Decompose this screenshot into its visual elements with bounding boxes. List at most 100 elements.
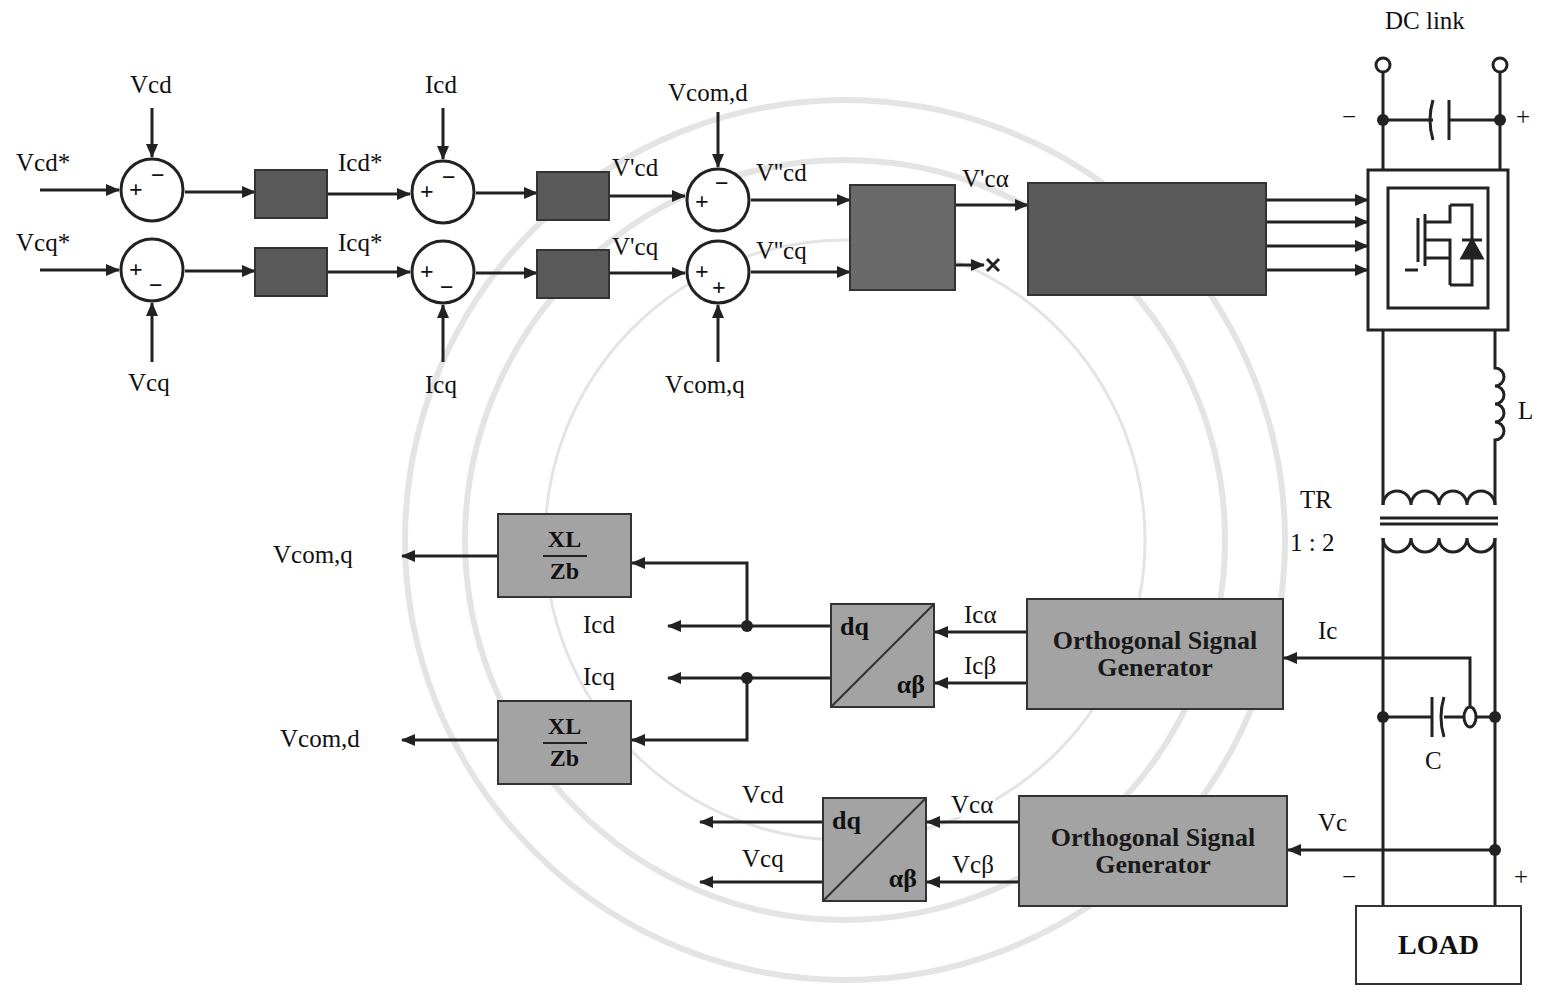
diagonal-line xyxy=(832,605,933,706)
summing-junction: ++ xyxy=(685,239,751,305)
signal-wire xyxy=(476,192,537,195)
summing-junction: +− xyxy=(119,237,185,303)
watermark xyxy=(545,240,1145,840)
sign: + xyxy=(695,259,709,284)
power-circuit xyxy=(1383,538,1495,552)
fraction-term: Zb xyxy=(550,559,579,584)
power-circuit xyxy=(1382,330,1385,505)
sign: − xyxy=(151,163,165,188)
signal-label: + xyxy=(1516,104,1530,129)
signal-wire xyxy=(442,108,445,159)
connector xyxy=(632,563,830,626)
signal-wire xyxy=(327,193,410,196)
frame-name: dq xyxy=(840,613,869,640)
power-circuit xyxy=(1448,100,1451,140)
signal-label: − xyxy=(1342,864,1356,889)
signal-wire xyxy=(476,272,537,275)
signal-wire xyxy=(955,204,1028,207)
fraction-bar xyxy=(543,555,587,557)
signal-label: Icd* xyxy=(338,150,382,175)
frame-name: αβ xyxy=(897,671,925,698)
power-circuit xyxy=(1368,58,1508,905)
summing-circle xyxy=(687,169,749,231)
signal-wire xyxy=(402,555,497,558)
signal-wire xyxy=(185,191,255,194)
transform-block: dq αβ xyxy=(830,603,935,708)
signal-wire xyxy=(751,271,850,274)
sign: + xyxy=(695,189,709,214)
summing-junction: −+ xyxy=(685,167,751,233)
connector xyxy=(927,821,1018,824)
signal-wire xyxy=(1288,849,1495,852)
signal-label: V'cd xyxy=(612,155,658,180)
edge-label: Vcβ xyxy=(950,852,996,877)
signal-wire xyxy=(442,305,445,362)
signal-label: 1 : 2 xyxy=(1290,530,1334,555)
signal-label: Vcom,d xyxy=(280,726,360,751)
signal-wire xyxy=(700,881,822,884)
summing-circle xyxy=(121,159,183,221)
signal-label: Vcom,q xyxy=(665,372,745,397)
edge-label: Icα xyxy=(962,602,999,627)
signal-label: Icd xyxy=(583,612,615,637)
power-circuit xyxy=(1383,538,1495,905)
power-circuit xyxy=(1495,330,1504,505)
signal-wire xyxy=(717,305,720,362)
power-circuit xyxy=(1383,72,1500,170)
signal-wire xyxy=(40,108,1495,882)
control-block xyxy=(255,248,327,296)
sign: + xyxy=(129,257,143,282)
signal-label: V'cq xyxy=(612,234,658,259)
frame-name: αβ xyxy=(889,865,917,892)
signal-label: − xyxy=(1342,104,1356,129)
signal-label: V''cd xyxy=(756,160,807,185)
edge-label: Icβ xyxy=(962,653,998,678)
signal-label: Vc xyxy=(1318,810,1347,835)
signal-wire xyxy=(1266,245,1368,248)
signal-wire xyxy=(327,271,410,274)
signal-wire xyxy=(717,112,720,167)
sign: − xyxy=(442,165,456,190)
box-title: Orthogonal Signal Generator xyxy=(1040,627,1270,682)
node-dot xyxy=(1377,114,1506,856)
signal-wire xyxy=(185,270,255,273)
fraction-term: XL xyxy=(548,714,581,739)
power-circuit xyxy=(1493,58,1507,72)
signal-wire xyxy=(1266,199,1368,202)
signal-wire xyxy=(40,189,119,192)
sign: − xyxy=(715,171,729,196)
signal-wire xyxy=(1266,221,1368,224)
power-circuit xyxy=(1383,119,1500,122)
signal-wire xyxy=(40,269,119,272)
signal-wire xyxy=(151,108,154,157)
control-block xyxy=(850,185,955,290)
control-block xyxy=(1028,183,1266,295)
power-circuit xyxy=(1368,170,1508,330)
transform-block: dqαβ xyxy=(822,797,927,902)
signal-label: V''cq xyxy=(756,238,807,263)
signal-label: DC link xyxy=(1385,8,1465,33)
edge-label: Vcα xyxy=(949,792,995,817)
node-dot xyxy=(1489,711,1501,723)
summing-circle xyxy=(412,161,474,223)
signal-label: Vcom,q xyxy=(273,542,353,567)
signal-wire xyxy=(751,199,850,202)
box-title: LOAD xyxy=(1398,930,1479,959)
signal-wire xyxy=(668,625,747,628)
box-title: Orthogonal Signal Generator xyxy=(1032,824,1274,879)
control-block xyxy=(537,250,609,298)
signal-label: Vcq xyxy=(742,846,784,871)
process-box: Orthogonal Signal Generator xyxy=(1026,598,1284,710)
junction-dot xyxy=(741,620,753,684)
signal-label: + xyxy=(1514,864,1528,889)
mosfet-symbol xyxy=(1388,188,1488,308)
summing-circle xyxy=(121,239,183,301)
load-box: LOAD xyxy=(1355,905,1522,985)
signal-label: Vcq xyxy=(128,370,170,395)
signal-label: Vcd xyxy=(742,782,784,807)
node-dot xyxy=(1489,844,1501,856)
power-circuit xyxy=(1376,58,1390,72)
fraction-term: XL xyxy=(548,527,581,552)
gain-block: XL Zb xyxy=(497,513,632,598)
power-circuit xyxy=(1383,491,1495,505)
